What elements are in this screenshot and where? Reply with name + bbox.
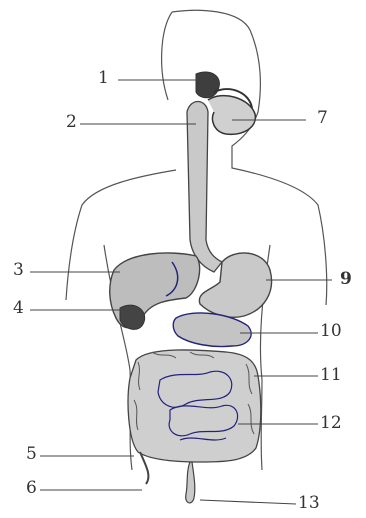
label-4: 4 — [13, 300, 24, 317]
label-1: 1 — [98, 70, 109, 87]
label-2: 2 — [66, 114, 77, 131]
label-11: 11 — [320, 367, 342, 384]
pancreas — [173, 313, 251, 347]
salivary-gland — [208, 96, 255, 135]
label-7: 7 — [317, 110, 328, 127]
label-6: 6 — [26, 480, 37, 497]
mouth-cavity — [196, 72, 219, 98]
label-5: 5 — [26, 446, 37, 463]
label-9: 9 — [340, 271, 352, 288]
label-3: 3 — [13, 262, 24, 279]
label-12: 12 — [320, 415, 342, 432]
gallbladder — [120, 305, 145, 329]
label-10: 10 — [320, 323, 342, 340]
label-13: 13 — [298, 495, 320, 512]
rectum — [186, 462, 195, 503]
